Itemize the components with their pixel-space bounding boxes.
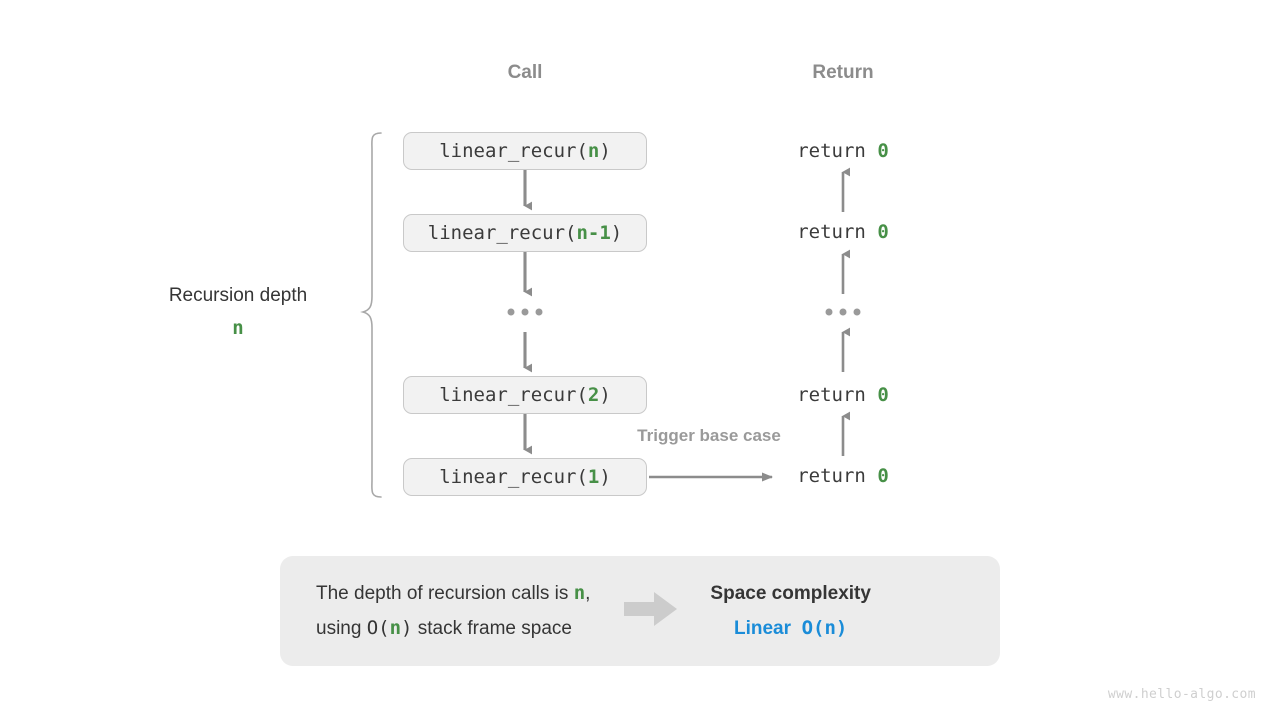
call-frame-box[interactable]: linear_recur(n-1)	[403, 214, 647, 252]
watermark: www.hello-algo.com	[1107, 687, 1256, 702]
return-keyword: return	[797, 221, 866, 243]
conclusion-title: Space complexity	[710, 582, 871, 604]
call-frame-text: linear_recur(	[439, 384, 588, 406]
return-keyword: return	[797, 384, 866, 406]
column-header-return: Return	[812, 62, 874, 83]
call-frame-arg: 1	[587, 466, 600, 488]
conclusion-explanation: The depth of recursion calls is n, using…	[316, 576, 590, 646]
recursion-depth-text: Recursion depth	[168, 285, 308, 306]
call-frame-text: linear_recur(	[427, 222, 577, 244]
ellipsis-dot	[535, 308, 543, 316]
call-frame-text: linear_recur(	[439, 140, 588, 162]
recursion-depth-label: Recursion depth n	[169, 285, 307, 339]
call-ellipsis	[507, 308, 543, 316]
call-frame-box[interactable]: linear_recur(1)	[403, 458, 647, 496]
column-header-call: Call	[507, 62, 543, 83]
return-keyword: return	[797, 140, 866, 162]
call-frame-suffix: )	[599, 140, 611, 162]
call-frame-box[interactable]: linear_recur(n)	[403, 132, 647, 170]
explanation-line-2: using O(n) stack frame space	[316, 617, 572, 639]
return-value: 0	[877, 465, 889, 487]
trigger-base-case-label: Trigger base case	[637, 426, 781, 445]
call-frame-suffix: )	[599, 384, 611, 406]
explanation-line-1: The depth of recursion calls is n,	[316, 582, 591, 604]
call-frame-arg: 2	[587, 384, 600, 406]
conclusion-panel: The depth of recursion calls is n, using…	[280, 556, 1000, 666]
call-frame-suffix: )	[610, 222, 623, 244]
explanation-var: n	[389, 617, 402, 639]
recursion-depth-brace	[360, 132, 382, 498]
conclusion-result: Space complexity Linear O(n)	[710, 583, 871, 640]
ellipsis-dot	[507, 308, 515, 316]
call-frame-box[interactable]: linear_recur(2)	[403, 376, 647, 414]
explanation-var: n	[573, 582, 586, 604]
recursion-depth-value: n	[232, 317, 244, 339]
call-frame-arg: n	[587, 140, 600, 162]
conclusion-value: Linear O(n)	[734, 616, 848, 639]
return-statement: return 0	[797, 384, 889, 406]
call-frame-arg: n-1	[576, 222, 611, 244]
return-ellipsis	[825, 308, 861, 316]
return-value: 0	[877, 140, 889, 162]
implies-arrow-icon	[624, 591, 678, 632]
return-statement: return 0	[797, 221, 889, 243]
ellipsis-dot	[853, 308, 861, 316]
call-frame-text: linear_recur(	[439, 466, 588, 488]
ellipsis-dot	[521, 308, 529, 316]
ellipsis-dot	[825, 308, 833, 316]
call-frame-suffix: )	[599, 466, 611, 488]
return-statement: return 0	[797, 140, 889, 162]
return-value: 0	[877, 221, 889, 243]
return-keyword: return	[797, 465, 866, 487]
return-statement: return 0	[797, 465, 889, 487]
return-value: 0	[877, 384, 889, 406]
ellipsis-dot	[839, 308, 847, 316]
